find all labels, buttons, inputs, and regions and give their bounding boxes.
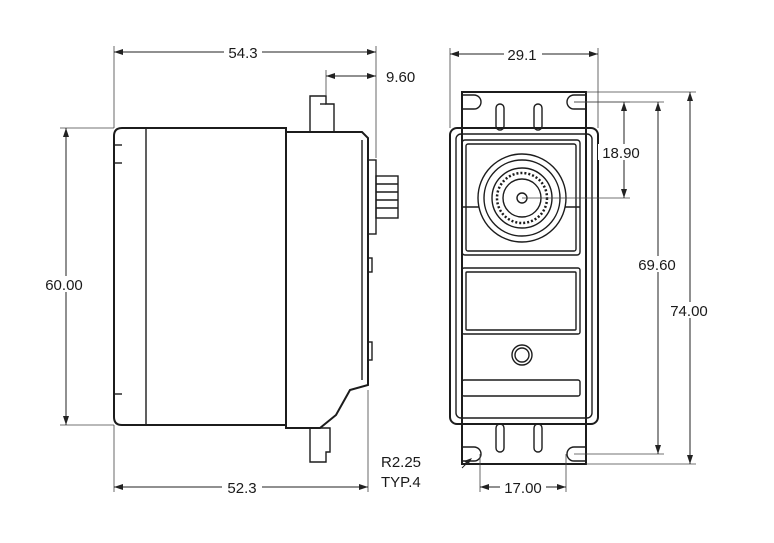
front-label-panel — [461, 267, 581, 335]
arrow-1 — [114, 49, 123, 55]
arrow-9 — [450, 51, 459, 57]
dim-front-total-height: 74.00 — [670, 303, 708, 320]
side-mount-tab-bottom — [309, 427, 331, 463]
dim-hole-radius: R2.25 — [381, 454, 421, 471]
arrow-10 — [589, 51, 598, 57]
front-rib-bottom-left — [495, 423, 505, 453]
front-hole-bottom-left — [462, 446, 482, 462]
front-rib-top-left — [495, 103, 505, 131]
arrow-16 — [687, 455, 693, 464]
front-small-boss — [511, 344, 533, 366]
front-hole-top-right — [566, 94, 586, 110]
dim-front-width: 29.1 — [507, 47, 536, 64]
label-bg-5 — [598, 144, 644, 160]
side-shaft-collar — [367, 159, 377, 235]
arrow-14 — [655, 445, 661, 454]
arrow-4 — [367, 73, 376, 79]
front-rib-top-right — [533, 103, 543, 131]
label-bg-8 — [500, 479, 546, 495]
arrow-3 — [326, 73, 335, 79]
side-small-boss-1 — [367, 257, 373, 273]
arrow-2 — [367, 49, 376, 55]
front-small-boss-inner — [514, 347, 530, 363]
front-hole-top-left — [462, 94, 482, 110]
front-hole-bottom-right — [566, 446, 586, 462]
arrow-8 — [359, 484, 368, 490]
dim-side-shaft-offset: 9.60 — [386, 69, 415, 86]
arrow-13 — [655, 102, 661, 111]
side-mount-tab-top — [309, 95, 335, 133]
arrow-18 — [557, 484, 566, 490]
arrow-5 — [63, 128, 69, 137]
arrow-7 — [114, 484, 123, 490]
front-label-panel-inner — [465, 271, 577, 331]
side-view: 54.3 9.60 60.00 52.3 — [42, 44, 415, 497]
front-flange-outline — [461, 91, 587, 465]
dim-side-height: 60.00 — [45, 277, 83, 294]
label-bg-4 — [504, 46, 542, 62]
front-rib-bottom-right — [533, 423, 543, 453]
side-spline — [375, 175, 399, 219]
label-bg-6 — [634, 256, 682, 272]
dim-front-shaft-from-top: 18.90 — [602, 145, 640, 162]
side-small-boss-2 — [367, 341, 373, 361]
arrow-19 — [464, 458, 472, 465]
dim-front-hole-spacing-vertical: 69.60 — [638, 257, 676, 274]
arrow-11 — [621, 102, 627, 111]
arrow-17 — [480, 484, 489, 490]
arrow-15 — [687, 92, 693, 101]
front-view: 29.1 18.90 69.60 74.00 17.00 — [381, 46, 712, 497]
label-bg-1 — [224, 44, 262, 60]
label-bg-2 — [42, 276, 88, 292]
front-gear-cover-inner — [465, 143, 577, 252]
side-gearcase-outline — [285, 131, 369, 429]
front-gear-cover — [461, 139, 581, 256]
arrow-12 — [621, 189, 627, 198]
dim-side-bottom-width: 52.3 — [227, 480, 256, 497]
front-bottom-band — [461, 379, 581, 397]
front-case-outline — [449, 127, 599, 425]
dim-hole-radius-note: TYP.4 — [381, 474, 421, 491]
label-bg-3 — [222, 479, 262, 495]
front-case-inner — [455, 133, 593, 419]
dim-front-hole-spacing-horizontal: 17.00 — [504, 480, 542, 497]
arrow-6 — [63, 416, 69, 425]
side-body-outline — [113, 127, 287, 426]
dim-side-top-width: 54.3 — [228, 45, 257, 62]
label-bg-7 — [666, 302, 712, 318]
